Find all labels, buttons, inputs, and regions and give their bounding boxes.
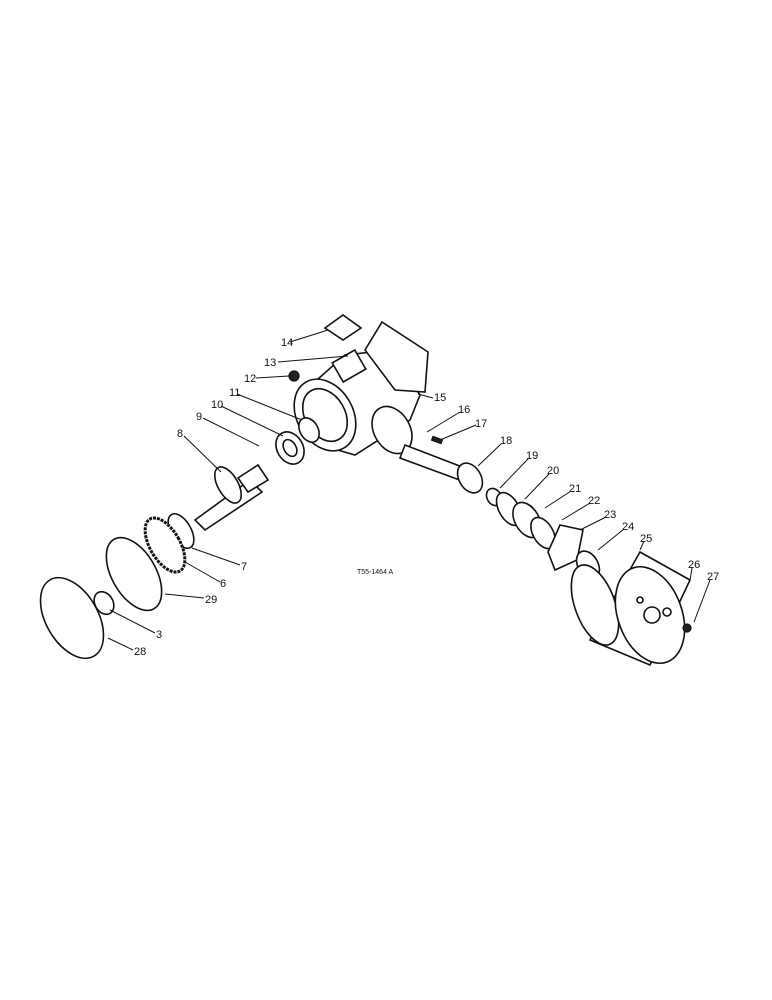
leader-lines: [107, 329, 711, 651]
flange-shaft-8: [193, 463, 270, 532]
bearing-18: [456, 462, 484, 494]
callout-28: 28: [134, 646, 146, 658]
callout-9: 9: [196, 411, 202, 423]
gearbox-housing: [293, 320, 429, 456]
callout-6: 6: [220, 578, 226, 590]
callout-17: 17: [475, 418, 487, 430]
callout-26: 26: [688, 559, 700, 571]
callout-8: 8: [177, 428, 183, 440]
callout-7: 7: [241, 561, 247, 573]
reference-code: T55-1464 A: [357, 569, 394, 576]
bevel-gear-6: [143, 516, 187, 574]
callout-16: 16: [458, 404, 470, 416]
bolt-27: [682, 623, 692, 633]
key-17: [430, 435, 444, 445]
callout-13: 13: [264, 357, 276, 369]
callout-15: 15: [434, 392, 446, 404]
callout-27: 27: [707, 571, 719, 583]
callout-19: 19: [526, 450, 538, 462]
end-cover-28: [39, 576, 105, 660]
seal-11: [298, 417, 320, 443]
callout-29: 29: [205, 594, 217, 606]
callout-10: 10: [211, 399, 223, 411]
callout-25: 25: [640, 533, 652, 545]
callout-11: 11: [229, 387, 240, 399]
cover-plate-14: [323, 314, 363, 341]
gasket-29: [105, 536, 163, 612]
callout-18: 18: [500, 435, 512, 447]
callout-21: 21: [569, 483, 581, 495]
callout-24: 24: [622, 521, 634, 533]
callout-23: 23: [604, 509, 616, 521]
pulley-25: [570, 550, 692, 667]
callout-14: 14: [281, 337, 293, 349]
callout-3: 3: [156, 629, 162, 641]
callout-20: 20: [547, 465, 559, 477]
callout-12: 12: [244, 373, 256, 385]
plug-12: [288, 370, 300, 382]
callout-22: 22: [588, 495, 600, 507]
housing-23: [547, 524, 584, 572]
